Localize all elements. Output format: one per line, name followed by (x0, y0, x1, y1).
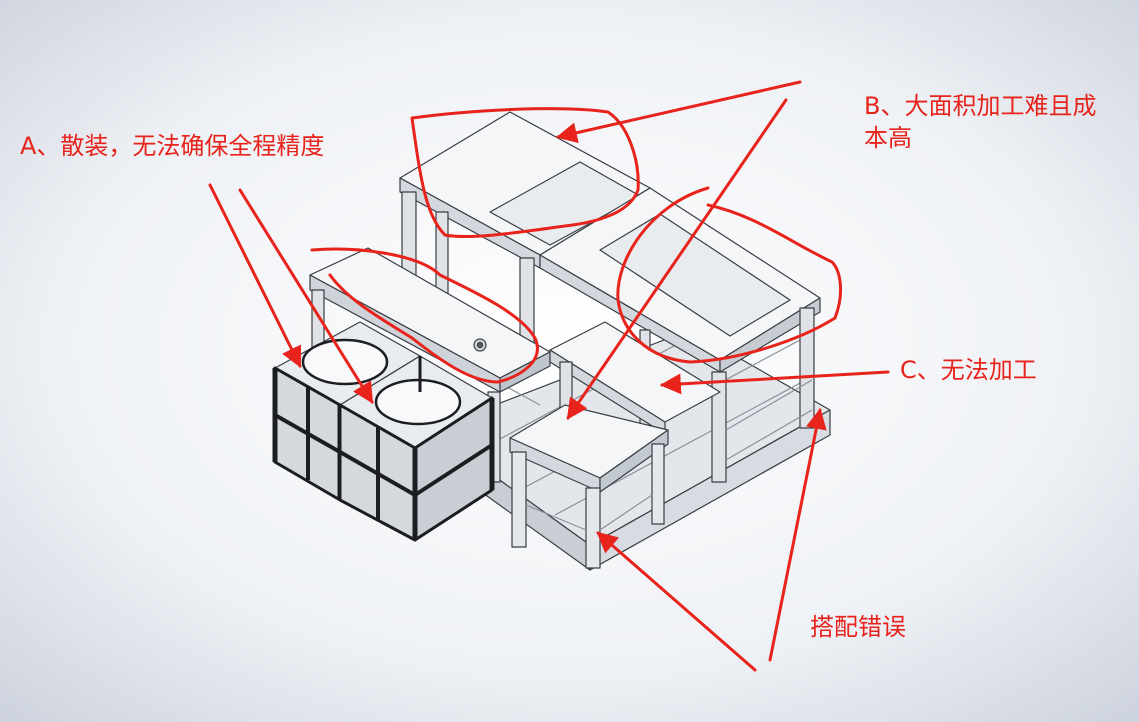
middle-plate (549, 321, 721, 435)
annotation-label-b-continued: 本高 (864, 124, 912, 152)
annotation-label-d: 搭配错误 (810, 613, 906, 641)
annotation-label-c: C、无法加工 (900, 356, 1037, 384)
arrow-a2 (238, 188, 374, 404)
arrow-c (659, 370, 890, 395)
arrow-d2 (768, 407, 827, 662)
arrow-b1 (555, 80, 802, 144)
arrow-b2 (566, 98, 788, 420)
annotation-label-a: A、散装，无法确保全程精度 (20, 132, 325, 160)
arrow-d1 (596, 531, 757, 672)
frame-assembly (272, 111, 831, 571)
scribble-b (410, 107, 640, 239)
arrow-a1 (208, 183, 302, 368)
annotation-marks (208, 80, 890, 672)
scribble-a (310, 247, 539, 384)
upper-frame (399, 111, 821, 483)
step-plate (509, 404, 669, 569)
black-cube-right (338, 355, 495, 542)
annotation-label-b: B、大面积加工难且成 (864, 92, 1097, 120)
scribble-c (616, 186, 843, 364)
